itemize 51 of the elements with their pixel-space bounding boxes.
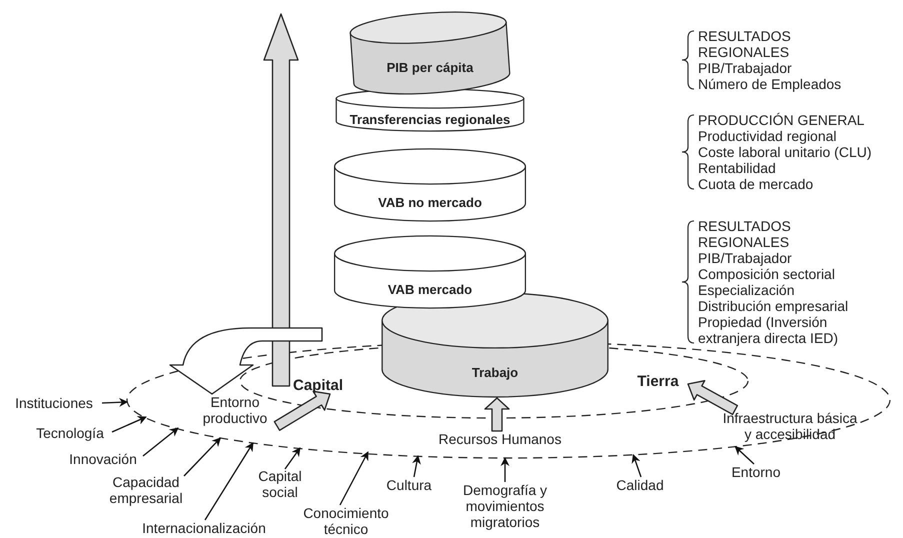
- factor-label: Tecnología: [28, 425, 112, 441]
- cylinder-label: Transferencias regionales: [348, 112, 512, 128]
- list-item: Coste laboral unitario (CLU): [698, 144, 873, 160]
- factor-label: Internacionalización: [124, 520, 284, 536]
- factor-label: Capital social: [250, 468, 310, 500]
- arrow: [142, 427, 179, 456]
- block-arrow: [274, 390, 331, 431]
- factor-label: Conocimiento técnico: [290, 505, 402, 537]
- factor-label: Instituciones: [6, 395, 102, 411]
- region-label: Recursos Humanos: [425, 431, 575, 447]
- list-item: Cuota de mercado: [698, 176, 814, 192]
- list-item: Distribución empresarial: [698, 298, 850, 314]
- cylinder-label: Trabajo: [470, 365, 520, 381]
- list-heading: PRODUCCIÓN GENERAL: [698, 112, 866, 128]
- cylinder-label: PIB per cápita: [386, 60, 474, 76]
- arrow: [102, 398, 128, 407]
- list-item: Rentabilidad: [698, 160, 777, 176]
- block-arrow: [263, 13, 299, 387]
- block-arrow: [484, 397, 510, 432]
- list-item: Productividad regional: [698, 128, 838, 144]
- arrow: [500, 457, 510, 482]
- cylinder-label: VAB mercado: [386, 282, 474, 298]
- factor-label: Entorno: [723, 464, 789, 480]
- factor-label: Capacidad empresarial: [98, 474, 194, 506]
- arrow: [184, 437, 222, 476]
- list-item: Número de Empleados: [698, 76, 842, 92]
- arrow: [339, 451, 369, 506]
- factor-label: Demografía y movimientos migratorios: [455, 482, 555, 530]
- list-item: Propiedad (Inversión extranjera directa IED): [698, 314, 840, 346]
- block-arrow: [169, 327, 323, 395]
- list-heading: RESULTADOS REGIONALES: [698, 218, 792, 250]
- arrow: [412, 455, 421, 478]
- list-item: PIB/Trabajador: [698, 60, 793, 76]
- factor-label: Innovación: [60, 451, 146, 467]
- list-item: Especialización: [698, 282, 796, 298]
- factor-label: Calidad: [608, 477, 672, 493]
- arrow: [734, 446, 754, 464]
- list-heading: RESULTADOS REGIONALES: [698, 28, 792, 60]
- list-item: PIB/Trabajador: [698, 250, 793, 266]
- production-factor-label: Tierra: [628, 374, 688, 390]
- arrow: [284, 447, 301, 470]
- arrow: [632, 454, 642, 478]
- production-factor-label: Capital: [286, 378, 350, 394]
- arrow: [112, 416, 147, 433]
- factor-label: Cultura: [378, 477, 440, 493]
- arrow: [204, 442, 254, 520]
- list-item: Composición sectorial: [698, 266, 836, 282]
- block-arrow: [687, 380, 738, 416]
- cylinder-label: VAB no mercado: [377, 195, 483, 211]
- region-label: Infraestructura básica y accesibilidad: [720, 410, 860, 442]
- region-label: Entorno productivo: [193, 394, 277, 426]
